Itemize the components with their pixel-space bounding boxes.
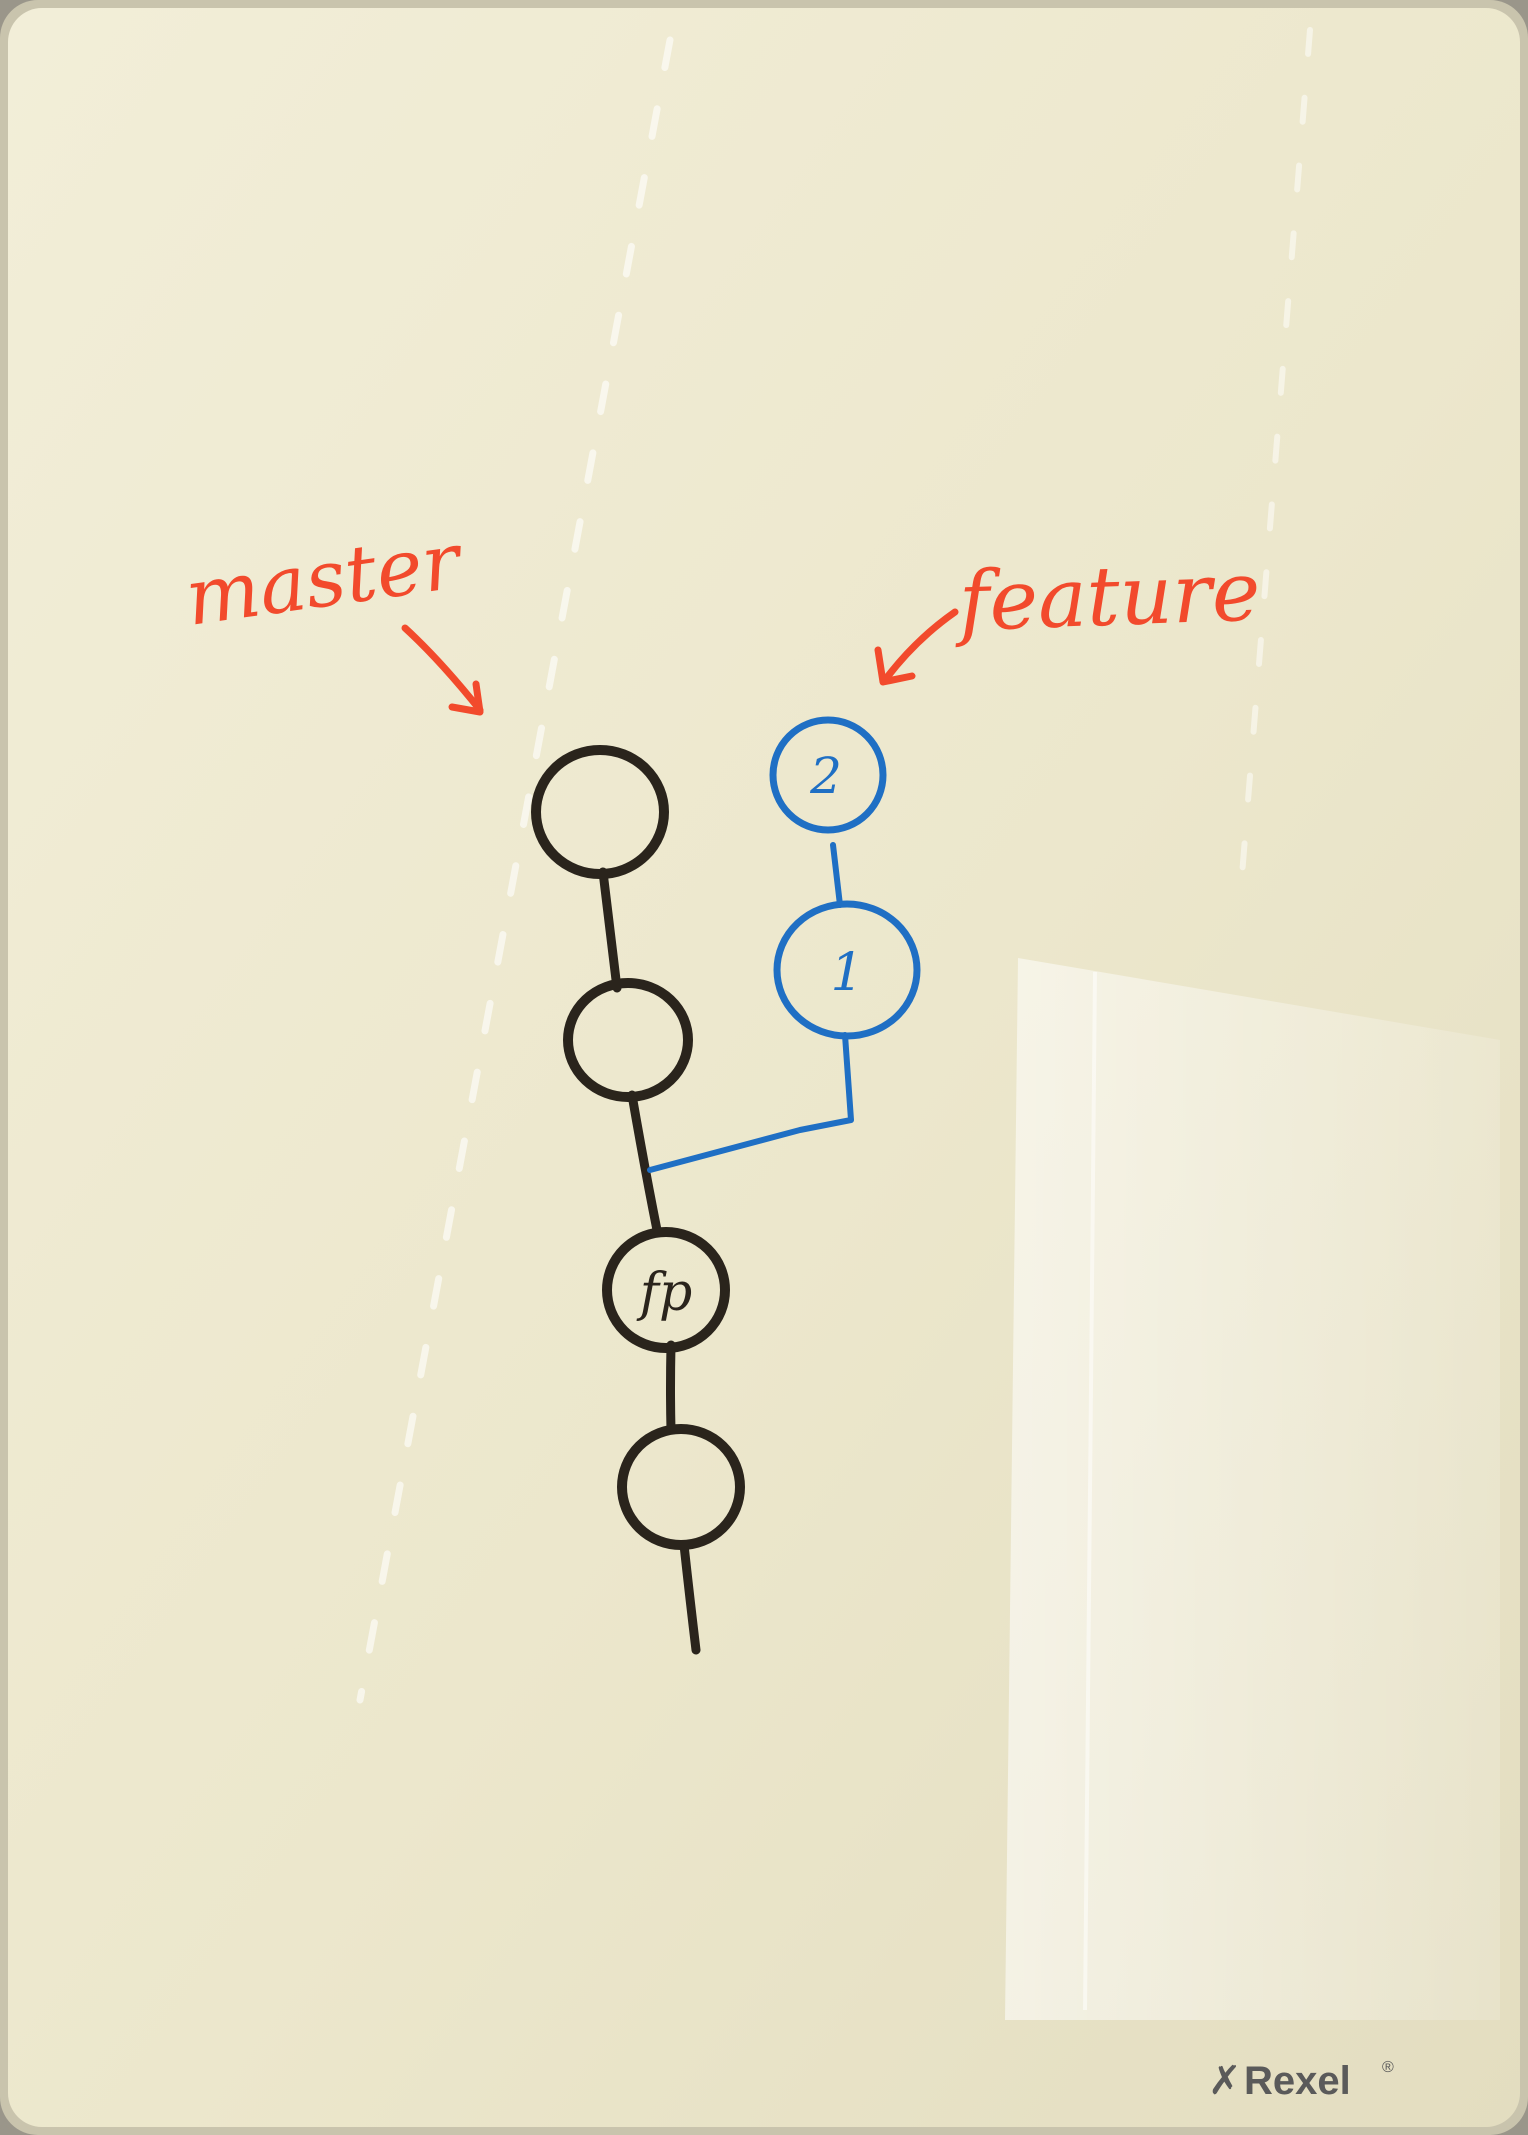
window-glare-edge: [1083, 971, 1097, 2011]
rexel-brand-text: Rexel: [1244, 2059, 1351, 2103]
master-commit-node: [563, 978, 693, 1102]
reflection-streak: [1237, 27, 1313, 903]
rexel-trademark: ®: [1382, 2059, 1394, 2076]
master-commit-node: fp: [602, 1227, 730, 1353]
feature-arrow: [874, 608, 959, 686]
feature-edge: [830, 842, 843, 908]
master-edge: [666, 1340, 676, 1435]
master-commit-label: fp: [636, 1263, 693, 1323]
feature-commit-node: 1: [773, 900, 921, 1040]
feature-branch-label: feature: [951, 545, 1261, 651]
feature-edge: [647, 1032, 854, 1173]
master-commit-node: [531, 745, 669, 879]
feature-branch-line: [647, 842, 854, 1173]
master-edge: [679, 1540, 701, 1655]
rexel-logo: ✗ Rexel ®: [1208, 2058, 1394, 2104]
master-branch-line: [598, 867, 701, 1655]
rexel-logo-icon: ✗: [1208, 2058, 1242, 2104]
master-arrow: [401, 624, 484, 716]
master-edge: [598, 867, 622, 993]
master-edge: [627, 1090, 662, 1235]
feature-commit-label: 2: [809, 747, 842, 805]
window-glare: [1005, 958, 1500, 2020]
master-commit-node: [617, 1424, 745, 1550]
reflection-streak: [356, 36, 674, 1704]
feature-commit-label: 1: [830, 943, 863, 1003]
feature-commit-node: 2: [769, 716, 887, 834]
